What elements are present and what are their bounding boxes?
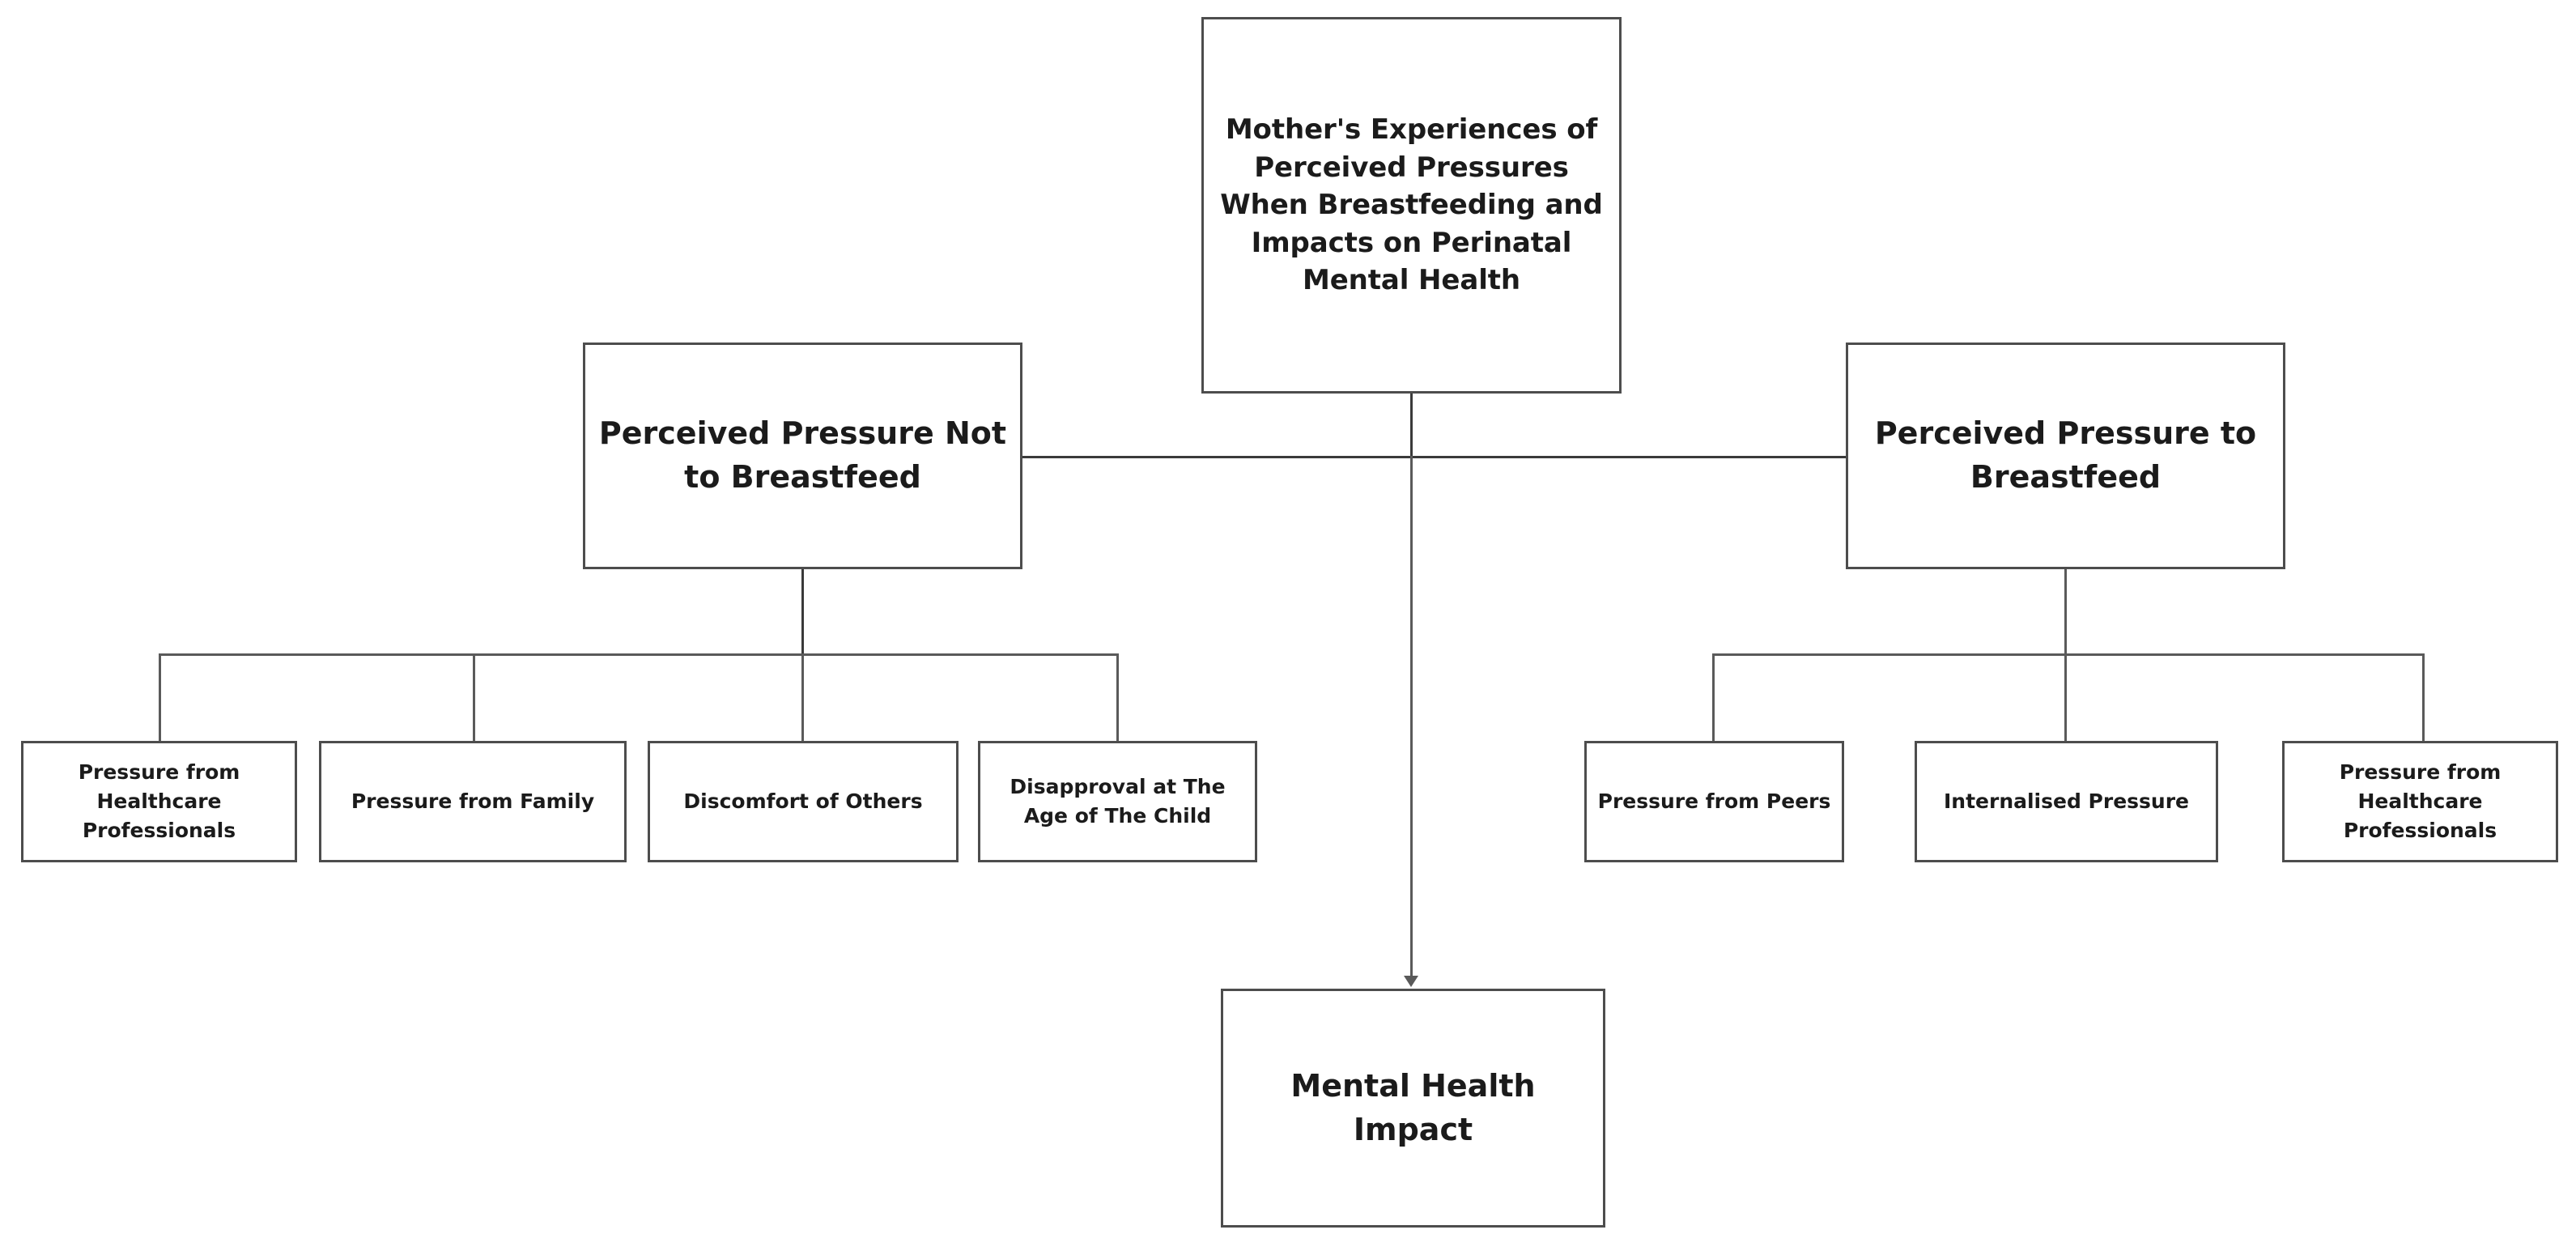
outcome-node-label: Mental Health Impact — [1290, 1067, 1536, 1147]
subtheme-node-label: Disapproval at The Age of The Child — [1010, 774, 1226, 828]
subtheme-node-label: Pressure from Healthcare Professionals — [2339, 760, 2502, 843]
connector-right-leaf-2 — [2064, 653, 2067, 743]
connector-left-leaf-2 — [473, 653, 475, 743]
subtheme-node-disapproval-at-the-age-of-the-child[interactable]: Disapproval at The Age of The Child — [978, 741, 1257, 862]
root-node-label: Mother's Experiences of Perceived Pressu… — [1220, 113, 1603, 297]
theme-node-label: Perceived Pressure to Breastfeed — [1874, 415, 2257, 495]
connector-right-theme-stem — [2064, 568, 2067, 655]
connector-right-subtheme-bus — [1712, 653, 2425, 656]
connector-right-leaf-3 — [2422, 653, 2425, 743]
subtheme-node-label: Discomfort of Others — [683, 789, 923, 813]
subtheme-node-discomfort-of-others[interactable]: Discomfort of Others — [648, 741, 959, 862]
connector-left-theme-stem — [801, 568, 804, 655]
subtheme-node-label: Pressure from Peers — [1597, 789, 1831, 813]
root-node[interactable]: Mother's Experiences of Perceived Pressu… — [1201, 17, 1622, 394]
subtheme-node-label: Pressure from Family — [351, 789, 595, 813]
subtheme-node-pressure-from-healthcare-professionals-right[interactable]: Pressure from Healthcare Professionals — [2282, 741, 2558, 862]
connector-left-leaf-1 — [159, 653, 161, 743]
connector-root-stem — [1410, 394, 1413, 458]
subtheme-node-pressure-from-healthcare-professionals-left[interactable]: Pressure from Healthcare Professionals — [21, 741, 297, 862]
theme-node-label: Perceived Pressure Not to Breastfeed — [598, 415, 1007, 495]
subtheme-node-pressure-from-family[interactable]: Pressure from Family — [319, 741, 627, 862]
outcome-node-mental-health-impact[interactable]: Mental Health Impact — [1221, 989, 1605, 1228]
connector-left-leaf-3 — [801, 653, 804, 743]
subtheme-node-label: Pressure from Healthcare Professionals — [78, 760, 240, 843]
connector-left-subtheme-bus — [159, 653, 1118, 656]
connector-left-leaf-4 — [1116, 653, 1119, 743]
subtheme-node-internalised-pressure[interactable]: Internalised Pressure — [1915, 741, 2218, 862]
subtheme-node-pressure-from-peers[interactable]: Pressure from Peers — [1584, 741, 1844, 862]
subtheme-node-label: Internalised Pressure — [1943, 789, 2190, 813]
theme-node-pressure-not-to-breastfeed[interactable]: Perceived Pressure Not to Breastfeed — [583, 343, 1022, 569]
theme-node-pressure-to-breastfeed[interactable]: Perceived Pressure to Breastfeed — [1846, 343, 2285, 569]
connector-theme-bus — [1022, 456, 1847, 458]
connector-right-leaf-1 — [1712, 653, 1715, 743]
arrowhead-outcome — [1404, 976, 1418, 987]
connector-root-to-outcome — [1410, 456, 1413, 976]
